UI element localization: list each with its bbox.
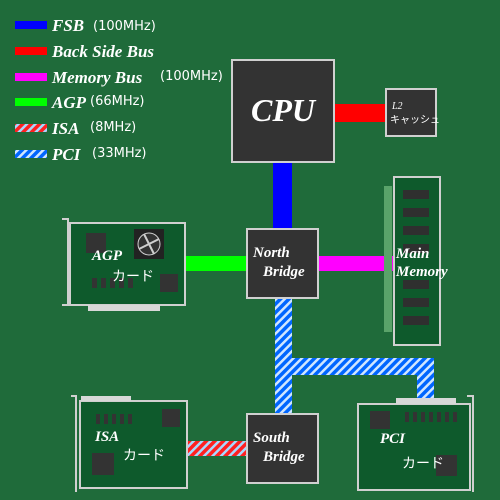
cpu-label: CPU xyxy=(251,92,317,128)
isa-card-line2: カード xyxy=(123,448,165,464)
l2-cache-chip: L2 キャッシュ xyxy=(385,88,440,137)
south-bridge-line2: Bridge xyxy=(262,449,305,465)
legend-label-agp: AGP xyxy=(51,93,87,112)
isa-card-line1: ISA xyxy=(94,429,119,445)
isa-card: ISA カード xyxy=(71,395,188,492)
main-memory-line1: Main xyxy=(395,246,429,262)
backside-bus xyxy=(334,104,386,122)
legend-swatch-isa xyxy=(15,124,47,132)
legend-label-isa: ISA xyxy=(51,119,79,138)
agp-bus xyxy=(186,256,248,271)
south-bridge-chip: South Bridge xyxy=(246,413,319,484)
north-bridge-line1: North xyxy=(252,245,290,261)
l2-label: L2 xyxy=(391,101,403,112)
legend-speed-pci: (33MHz) xyxy=(92,146,147,161)
legend-speed-agp: (66MHz) xyxy=(90,94,145,109)
legend-swatch-agp xyxy=(15,98,47,106)
pci-card-line1: PCI xyxy=(380,431,406,447)
legend-swatch-fsb xyxy=(15,21,47,29)
main-memory-module: Main Memory xyxy=(384,176,448,346)
main-memory-line2: Memory xyxy=(395,264,448,280)
memory-bus xyxy=(318,256,398,271)
pci-card-line2: カード xyxy=(402,456,444,472)
legend-swatch-memory-bus xyxy=(15,73,47,81)
legend-label-pci: PCI xyxy=(51,145,82,164)
agp-card-line2: カード xyxy=(112,269,154,285)
fan-icon xyxy=(134,229,164,259)
agp-card: AGP カード xyxy=(62,218,186,311)
legend-speed-memory-bus: (100MHz) xyxy=(160,69,223,84)
legend-speed-isa: (8MHz) xyxy=(90,120,136,135)
legend-speed-fsb: (100MHz) xyxy=(93,19,156,34)
legend-swatch-pci xyxy=(15,150,47,158)
legend-label-fsb: FSB xyxy=(51,16,84,35)
north-bridge-chip: North Bridge xyxy=(246,228,319,299)
north-bridge-line2: Bridge xyxy=(262,264,305,280)
agp-card-line1: AGP xyxy=(91,248,123,264)
pci-bus xyxy=(275,298,434,416)
l2-cache-label: キャッシュ xyxy=(390,115,440,126)
legend: FSB (100MHz) Back Side Bus Memory Bus (1… xyxy=(15,16,223,164)
legend-label-memory-bus: Memory Bus xyxy=(51,68,143,87)
cpu-chip: CPU xyxy=(231,59,335,163)
isa-bus xyxy=(188,441,248,456)
pci-card: PCI カード xyxy=(357,395,474,492)
legend-label-backside: Back Side Bus xyxy=(51,42,154,61)
legend-swatch-backside xyxy=(15,47,47,55)
fsb-bus xyxy=(273,158,292,232)
south-bridge-line1: South xyxy=(253,430,290,446)
